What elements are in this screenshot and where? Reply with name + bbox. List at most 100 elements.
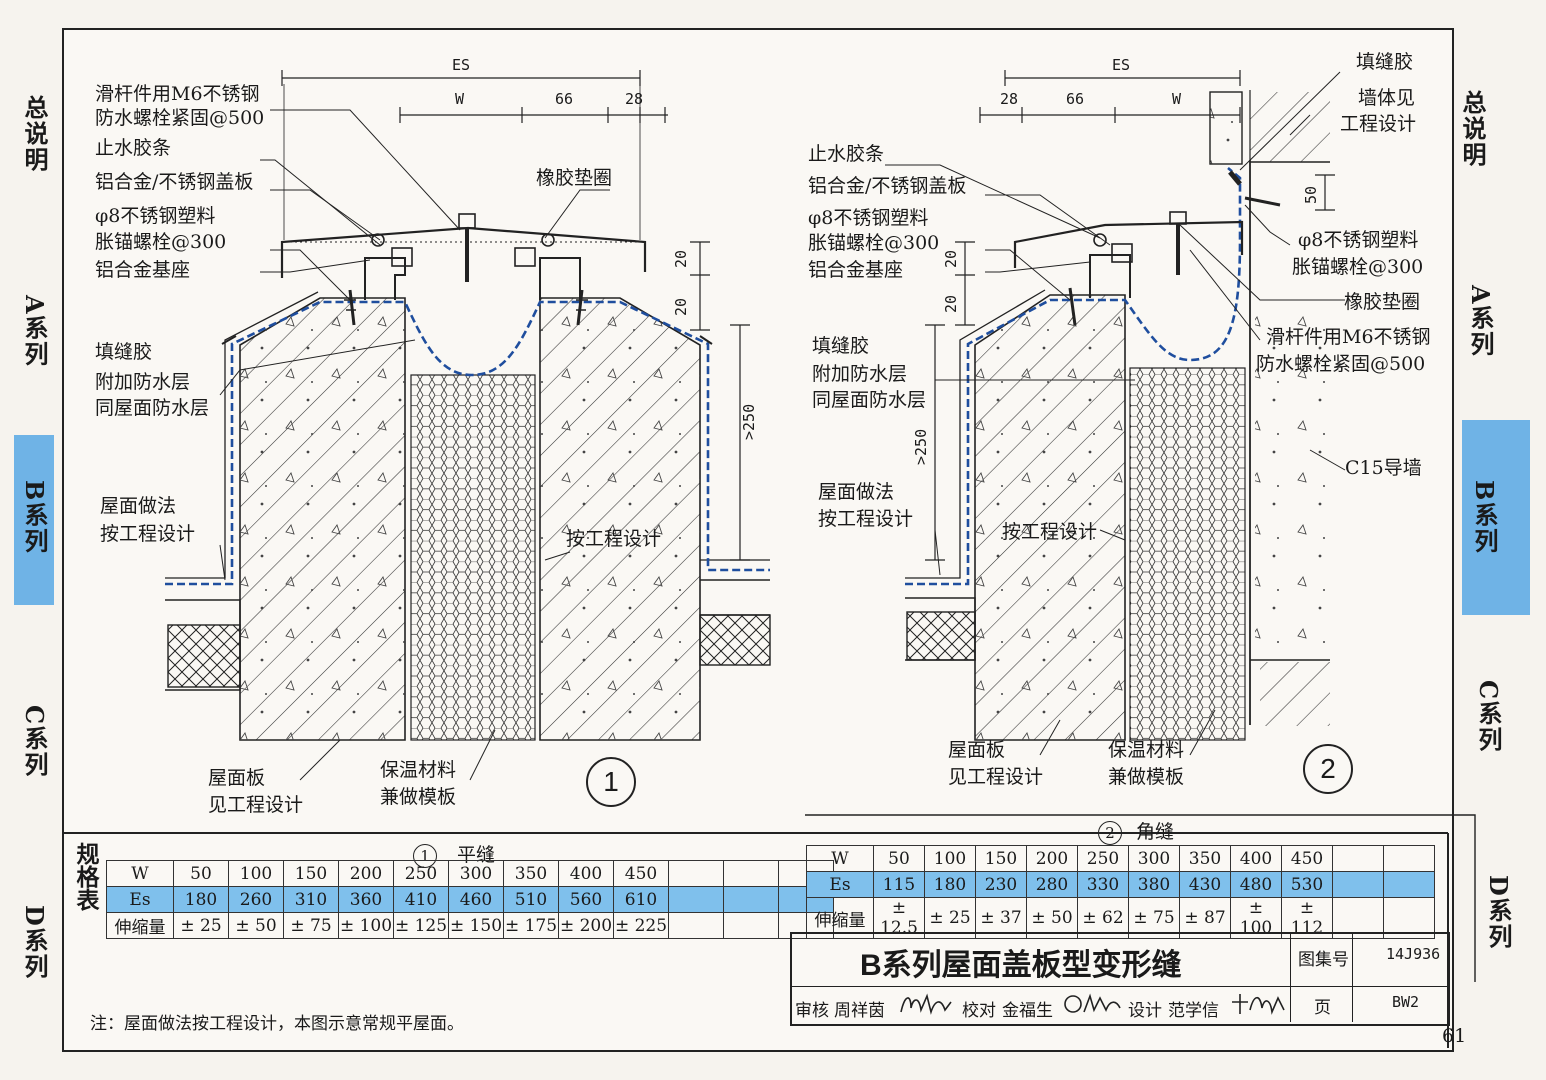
d2-label-sealant: 填缝胶 [812, 335, 870, 357]
flat-blank-cell [668, 860, 724, 887]
d2-label-ins-2: 兼做模板 [1108, 766, 1185, 788]
side-tab-b-right[interactable]: B系列 [1470, 480, 1499, 555]
corner-cell: 100 [924, 845, 976, 872]
flat-row-label: W [106, 860, 174, 887]
d2-label-slab-1: 屋面板 [948, 739, 1006, 761]
d2-label-wall-1: 墙体见 [1358, 87, 1416, 109]
d2-label-roof-2: 按工程设计 [818, 508, 914, 530]
flat-cell: ± 175 [503, 912, 559, 939]
drawing-note: 注：屋面做法按工程设计，本图示意常规平屋面。 [90, 1014, 464, 1034]
side-tab-d-right[interactable]: D系列 [1484, 875, 1513, 950]
d2-label-bolt-2: 防水螺栓紧固@500 [1256, 353, 1426, 375]
d1-label-anchor-2: 胀锚螺栓@300 [95, 231, 227, 253]
d1-dim-es: ES [452, 56, 471, 74]
atlas-label: 图集号 [1298, 950, 1349, 970]
d2-dim-20a: 20 [942, 249, 961, 269]
side-tab-general-left[interactable]: 总说明 [20, 95, 49, 173]
d1-dim-250: >250 [740, 403, 758, 440]
corner-blank-cell [1383, 845, 1435, 872]
detail-1-number: 1 [586, 757, 636, 807]
side-tab-c-right[interactable]: C系列 [1474, 680, 1503, 754]
d1-label-bolt-2: 防水螺栓紧固@500 [95, 107, 265, 129]
check-label: 校对 [962, 1001, 996, 1021]
side-tab-b-right-highlight [1462, 420, 1530, 615]
flat-cell: ± 75 [283, 912, 339, 939]
corner-cell: 150 [975, 845, 1027, 872]
side-tab-a-right[interactable]: A系列 [1466, 285, 1495, 358]
flat-cell: ± 50 [228, 912, 284, 939]
flat-cell: 560 [558, 886, 614, 913]
d2-label-wp-1: 附加防水层 [812, 363, 908, 385]
atlas-number: 14J936 [1386, 945, 1441, 963]
d1-label-roof-1: 屋面做法 [100, 495, 177, 517]
corner-cell: 480 [1230, 871, 1282, 898]
flat-cell: 150 [283, 860, 339, 887]
atlas-divider-2 [1352, 932, 1353, 1022]
corner-joint-title: 角缝 [1136, 821, 1175, 843]
flat-cell: 50 [173, 860, 229, 887]
title-block [790, 932, 1450, 1026]
flat-cell: 510 [503, 886, 559, 913]
d2-dim-250: >250 [912, 428, 930, 465]
d1-dim-20b: 20 [672, 297, 691, 317]
d1-label-bolt-1: 滑杆件用M6不锈钢 [95, 83, 260, 105]
flat-cell: ± 150 [448, 912, 504, 939]
flat-cell: 310 [283, 886, 339, 913]
flat-cell: 610 [613, 886, 669, 913]
side-tab-general-right[interactable]: 总说明 [1458, 90, 1487, 168]
flat-cell: 410 [393, 886, 449, 913]
d1-label-wp-1: 附加防水层 [95, 371, 191, 393]
corner-cell: 350 [1179, 845, 1231, 872]
flat-cell: 360 [338, 886, 394, 913]
d1-dim-20a: 20 [672, 249, 691, 269]
d2-label-byproj: 按工程设计 [1002, 521, 1098, 543]
d2-label-anchor-left-1: φ8不锈钢塑料 [808, 207, 929, 229]
reviewer-signature [897, 990, 955, 1018]
flat-row-label: Es [106, 886, 174, 913]
corner-row-label: Es [806, 871, 874, 898]
corner-cell: 115 [873, 871, 925, 898]
corner-joint-number: 2 [1098, 821, 1122, 845]
corner-blank-cell [1332, 845, 1384, 872]
design-label: 设计 [1128, 1001, 1162, 1021]
flat-cell: 180 [173, 886, 229, 913]
flat-cell: 450 [613, 860, 669, 887]
d2-label-cover: 铝合金/不锈钢盖板 [808, 175, 967, 197]
corner-cell: 250 [1077, 845, 1129, 872]
d1-label-washer: 橡胶垫圈 [536, 167, 613, 189]
d1-label-ins-2: 兼做模板 [380, 786, 457, 808]
corner-blank-cell [1383, 871, 1435, 898]
d1-label-roof-2: 按工程设计 [100, 523, 196, 545]
flat-cell: 200 [338, 860, 394, 887]
corner-cell: 280 [1026, 871, 1078, 898]
flat-cell: ± 100 [338, 912, 394, 939]
corner-row-label: W [806, 845, 874, 872]
d1-label-strip: 止水胶条 [95, 137, 172, 159]
side-tab-a-left[interactable]: A系列 [20, 295, 49, 368]
d1-label-sealant: 填缝胶 [95, 341, 153, 363]
checker-name: 金福生 [1002, 1001, 1053, 1021]
d2-dim-w: W [1172, 90, 1182, 108]
checker-signature [1062, 990, 1124, 1018]
side-tab-b-left[interactable]: B系列 [20, 480, 49, 555]
flat-row-label: 伸缩量 [106, 912, 174, 939]
d1-dim-28: 28 [625, 90, 644, 108]
side-tab-d-left[interactable]: D系列 [20, 905, 49, 980]
d1-dim-66: 66 [555, 90, 574, 108]
d1-label-anchor-1: φ8不锈钢塑料 [95, 205, 216, 227]
d1-label-cover: 铝合金/不锈钢盖板 [95, 171, 254, 193]
d2-label-washer: 橡胶垫圈 [1344, 291, 1421, 313]
corner-cell: 400 [1230, 845, 1282, 872]
review-label: 审核 [795, 1001, 829, 1021]
flat-cell: 400 [558, 860, 614, 887]
corner-cell: 450 [1281, 845, 1333, 872]
d2-label-sealant-top: 填缝胶 [1356, 51, 1414, 73]
side-tab-c-left[interactable]: C系列 [20, 705, 49, 779]
flat-row-2: 伸缩量± 25± 50± 75± 100± 125± 150± 175± 200… [106, 912, 834, 939]
